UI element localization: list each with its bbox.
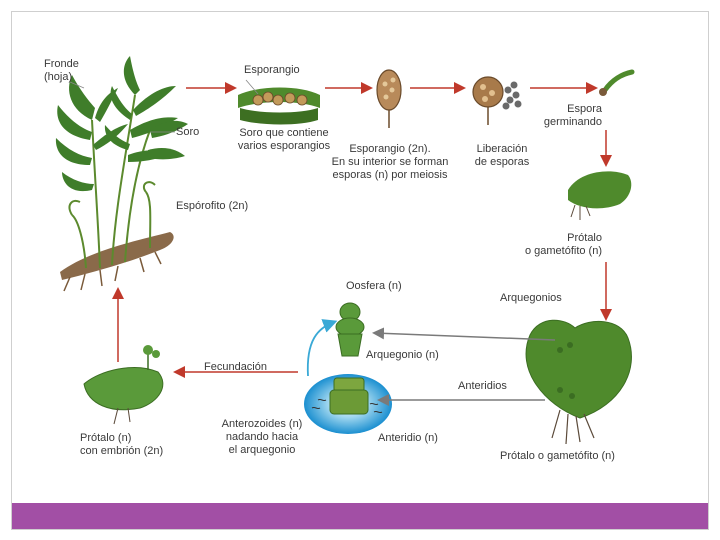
label-arquegonio: Arquegonio (n) bbox=[366, 349, 439, 361]
germinating-spore bbox=[599, 69, 635, 96]
archegonium bbox=[335, 302, 365, 357]
slide-frame bbox=[11, 11, 709, 530]
label-arquegonios: Arquegonios bbox=[500, 292, 562, 304]
prothallus-with-embryo bbox=[83, 345, 164, 425]
footer-accent-bar bbox=[12, 503, 708, 529]
mature-gametophyte bbox=[525, 319, 632, 445]
antherozoid-arrow bbox=[306, 319, 338, 377]
antheridium bbox=[304, 374, 392, 434]
label-oosfera: Oosfera (n) bbox=[346, 280, 402, 292]
label-soro: Soro bbox=[176, 126, 200, 138]
sorus-cross-section bbox=[238, 87, 320, 125]
young-prothallus bbox=[568, 171, 632, 220]
label-protalo-embrion: Prótalo (n)con embrión (2n) bbox=[80, 432, 164, 457]
fronde-leader-line bbox=[69, 81, 85, 89]
cycle-arrows bbox=[112, 82, 612, 378]
esporangio-leader-line bbox=[245, 79, 259, 95]
sporophyte-fern bbox=[55, 56, 188, 292]
label-anteridios: Anteridios bbox=[458, 380, 507, 392]
label-protalo-gametofito-bottom: Prótalo o gametófito (n) bbox=[500, 450, 615, 462]
label-fecundacion: Fecundación bbox=[204, 361, 267, 373]
gray-arrows bbox=[372, 327, 556, 406]
sporangium bbox=[376, 69, 402, 128]
label-esporofito: Espórofito (2n) bbox=[176, 200, 249, 212]
spore-release bbox=[472, 76, 522, 125]
label-esporangio-title: Esporangio bbox=[244, 64, 300, 76]
label-fronde: Fronde(hoja) bbox=[44, 58, 79, 83]
label-esporangio-desc: Esporangio (2n).En su interior se forman… bbox=[331, 143, 449, 181]
label-anteridio: Anteridio (n) bbox=[378, 432, 438, 444]
